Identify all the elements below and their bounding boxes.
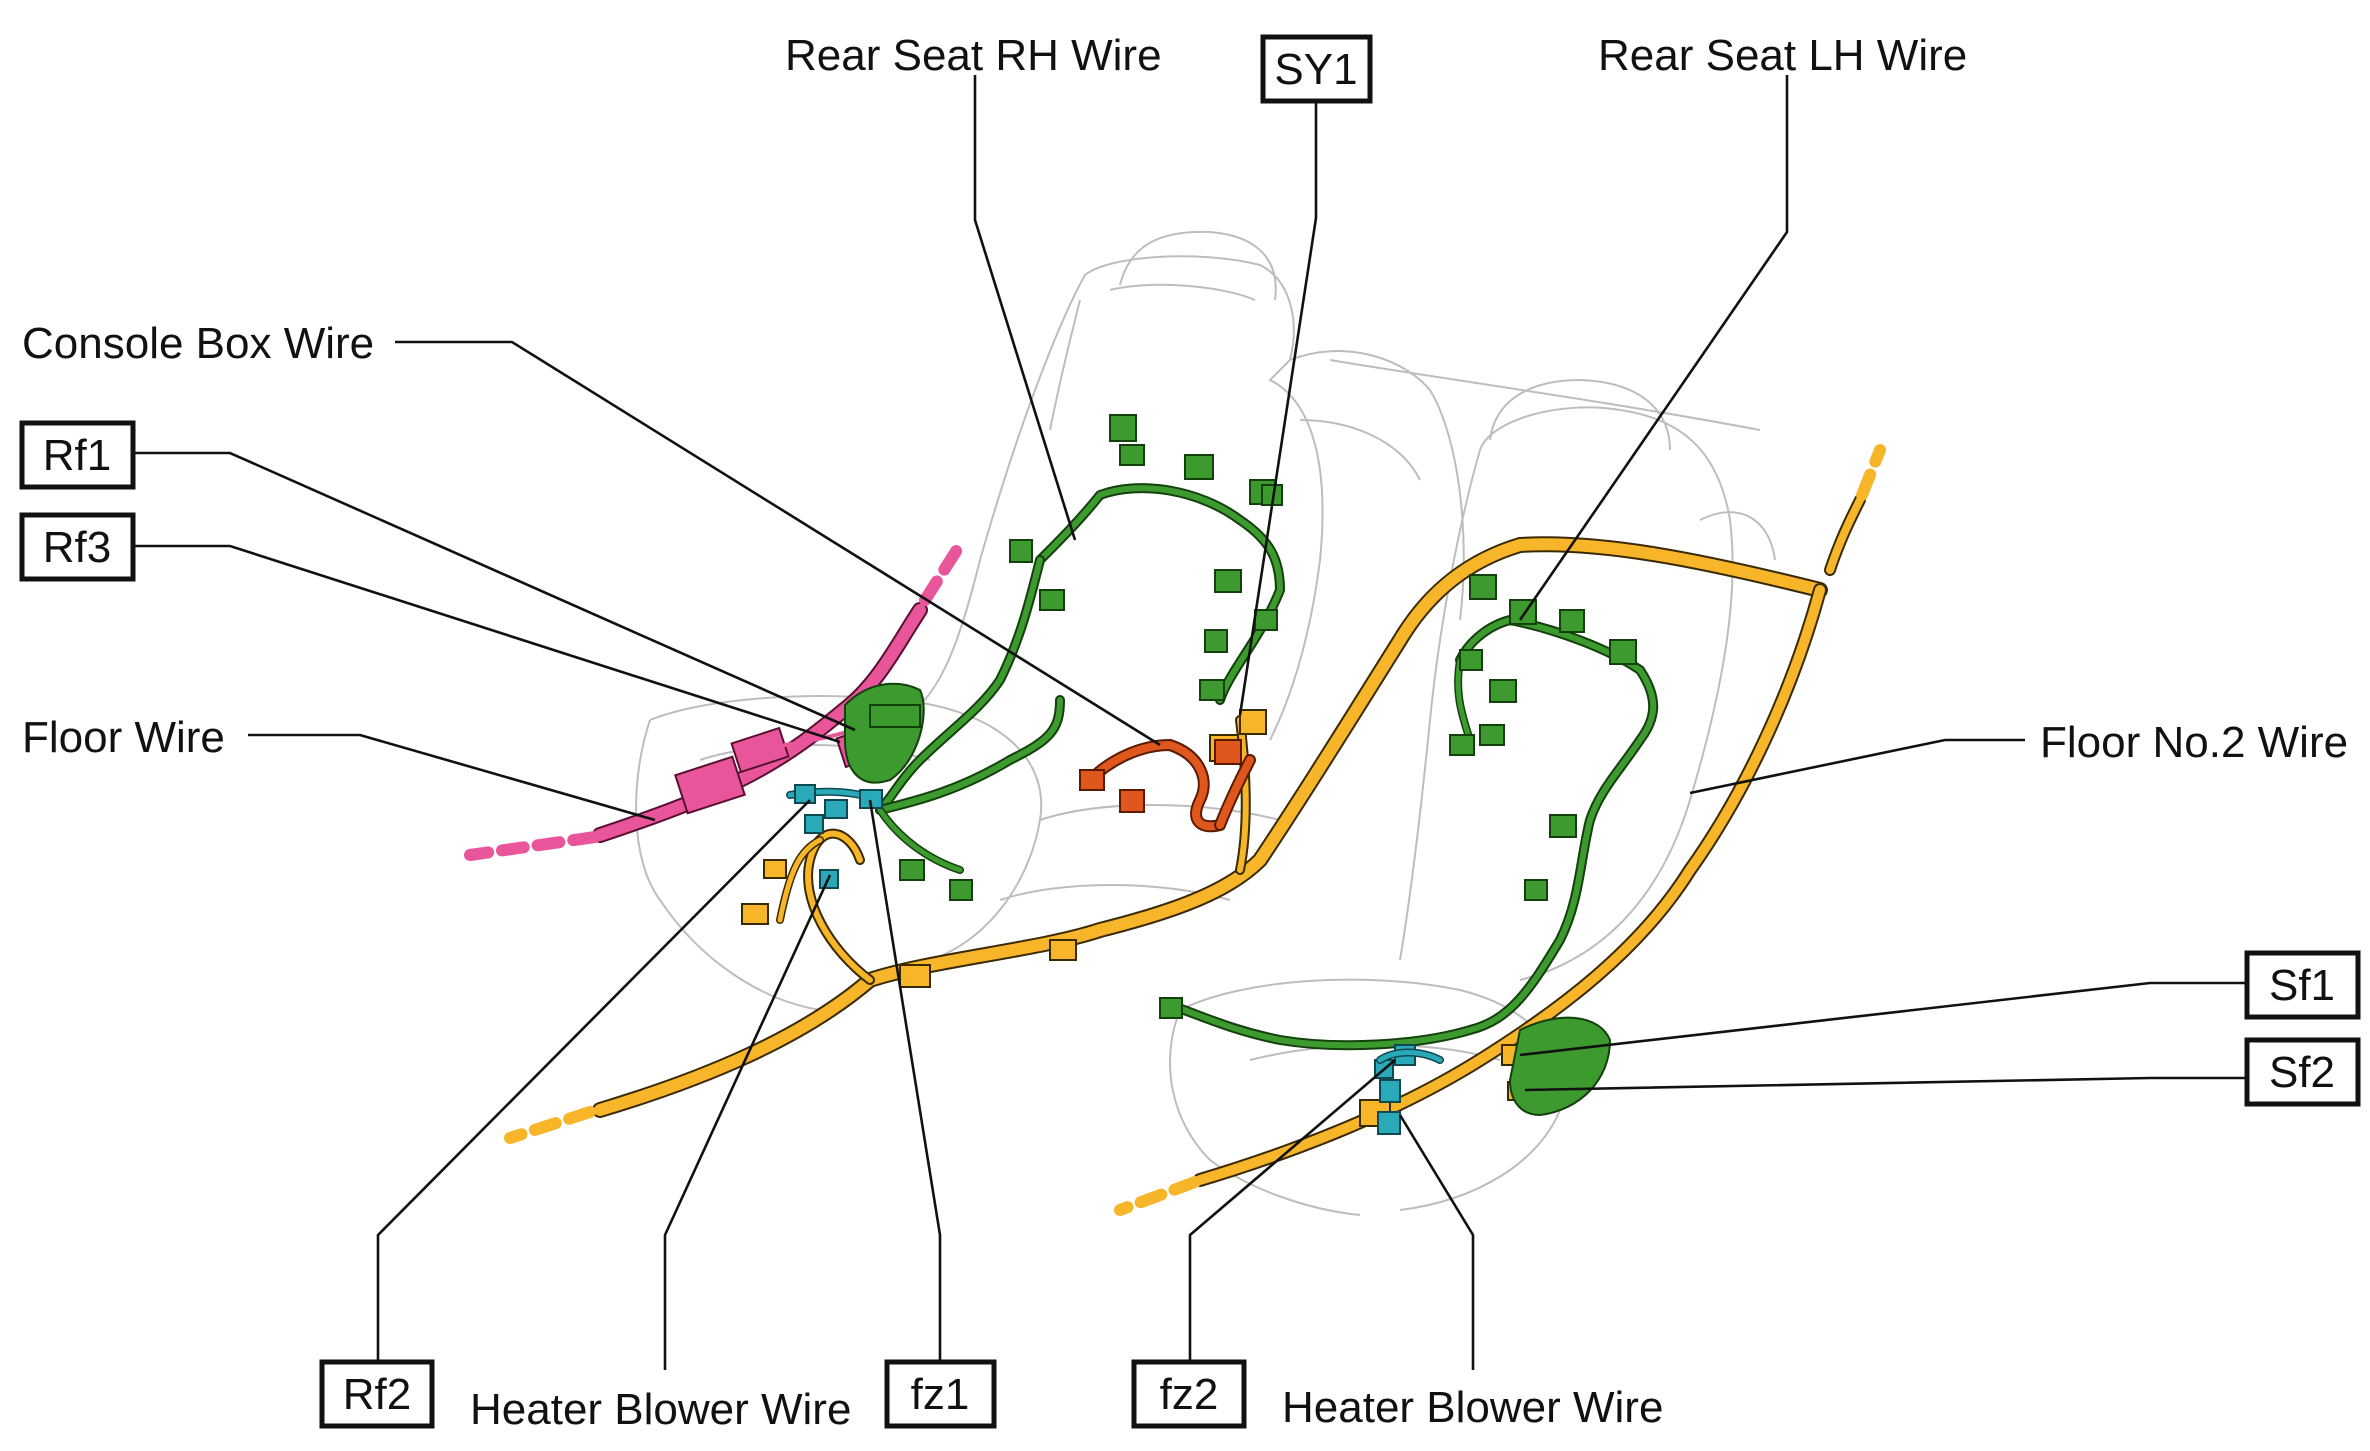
label-console-box-wire: Console Box Wire <box>22 319 374 368</box>
connector-rf2: Rf2 <box>319 1359 435 1429</box>
connector-sf1: Sf1 <box>2244 950 2361 1020</box>
connector-label-rf1: Rf1 <box>43 431 111 480</box>
connector-rf1: Rf1 <box>19 420 136 490</box>
connector-label-fz1: fz1 <box>911 1370 970 1419</box>
connector-sf2: Sf2 <box>2244 1037 2361 1107</box>
label-heater-blower-wire-right: Heater Blower Wire <box>1282 1383 1663 1432</box>
connector-rf3: Rf3 <box>19 512 136 582</box>
leader-lines <box>135 75 2245 1370</box>
connector-fz1: fz1 <box>884 1359 997 1429</box>
console-box-wire-harness <box>1079 739 1256 833</box>
label-rear-seat-lh-wire: Rear Seat LH Wire <box>1598 31 1967 80</box>
connector-label-fz2: fz2 <box>1160 1370 1219 1419</box>
heater-blower-wire-harness <box>786 784 1444 1135</box>
connector-label-sy1: SY1 <box>1274 45 1357 94</box>
rear-seat-lh-wire-harness <box>1159 574 1659 1117</box>
connector-sy1: SY1 <box>1260 34 1373 104</box>
label-rear-seat-rh-wire: Rear Seat RH Wire <box>785 31 1162 80</box>
connector-label-sf2: Sf2 <box>2269 1048 2335 1097</box>
label-floor-no2-wire: Floor No.2 Wire <box>2040 718 2348 767</box>
floor-no2-wire-harness <box>504 444 1886 1216</box>
label-floor-wire: Floor Wire <box>22 713 225 762</box>
connector-label-sf1: Sf1 <box>2269 961 2335 1010</box>
connector-label-rf3: Rf3 <box>43 523 111 572</box>
connector-fz2: fz2 <box>1131 1359 1247 1429</box>
rear-seat-rh-wire-harness <box>844 414 1285 901</box>
label-heater-blower-wire-left: Heater Blower Wire <box>470 1385 851 1434</box>
connector-label-rf2: Rf2 <box>343 1370 411 1419</box>
